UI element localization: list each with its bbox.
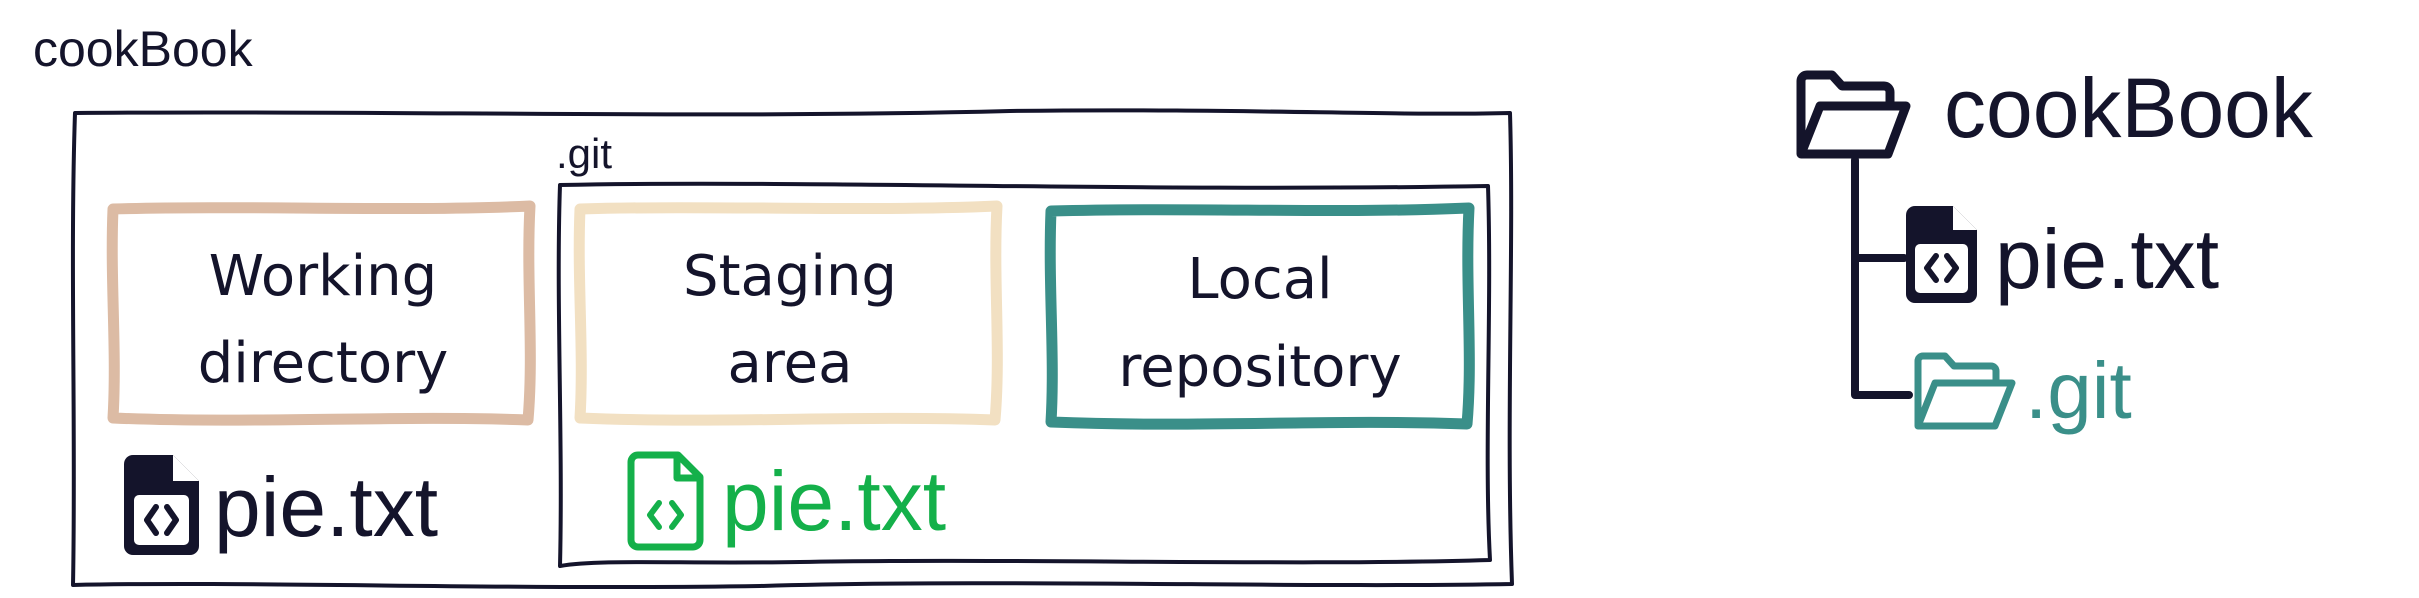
staging-area-label-line2: area xyxy=(728,331,853,396)
code-file-icon xyxy=(1906,206,1977,303)
cookbook-folder-label: cookBook xyxy=(33,21,254,77)
code-file-icon xyxy=(627,451,704,551)
working-directory-box xyxy=(106,200,536,426)
open-folder-icon xyxy=(1914,352,2016,430)
cookbook-frame xyxy=(70,108,1514,590)
staging-area-label-line1: Staging xyxy=(683,244,897,309)
tree-git-name: .git xyxy=(2025,346,2132,435)
staged-file-name: pie.txt xyxy=(722,454,946,548)
tree-file-name: pie.txt xyxy=(1995,212,2219,306)
git-frame xyxy=(556,181,1492,568)
open-folder-icon xyxy=(1796,70,1911,159)
staging-area-box xyxy=(573,200,1003,426)
local-repository-label-line1: Local xyxy=(1187,247,1332,312)
local-repository-box xyxy=(1044,202,1475,430)
tree-root-name: cookBook xyxy=(1944,61,2314,155)
working-directory-label-line2: directory xyxy=(198,331,449,396)
local-repository-label-line2: repository xyxy=(1118,335,1401,400)
git-folder-label: .git xyxy=(556,130,612,177)
tree-connector-lines xyxy=(1851,156,1913,399)
working-directory-label-line1: Working xyxy=(209,244,437,309)
working-file-name: pie.txt xyxy=(214,460,438,554)
code-file-icon xyxy=(124,455,199,555)
